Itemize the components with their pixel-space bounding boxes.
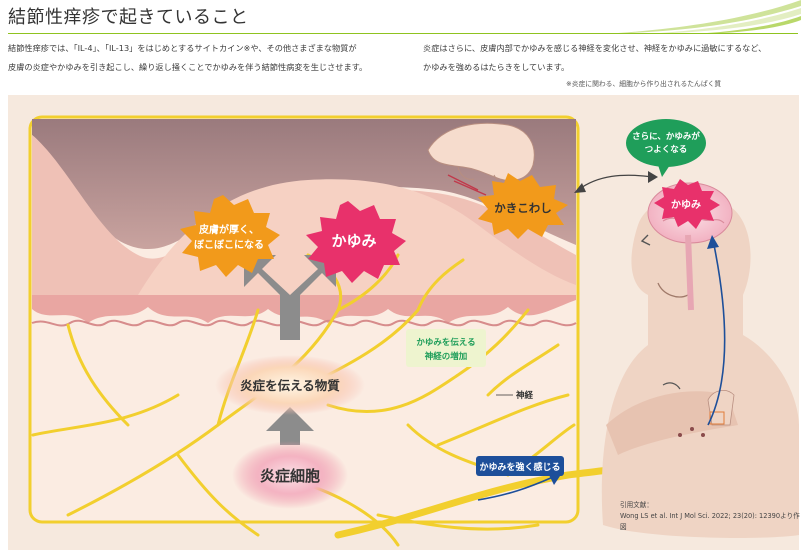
page-title: 結節性痒疹で起きていること	[8, 7, 249, 28]
reference: 引用文献： Wong LS et al. Int J Mol Sci. 2022…	[620, 500, 801, 533]
itch-burst-label: かゆみ	[331, 232, 376, 250]
footnote: ※炎症に関わる、細胞から作り出されるたんぱく質	[566, 80, 722, 88]
itch-burst	[306, 201, 406, 283]
intro-left-line-2: 皮膚の炎症やかゆみを引き起こし、繰り返し掻くことでかゆみを伴う結節性病変を生じさ…	[8, 62, 368, 72]
inflammatory-cells-label: 炎症細胞	[260, 467, 320, 485]
thick-skin-burst	[180, 195, 280, 277]
person-figure	[601, 194, 799, 538]
worse-itch-line-2: つよくなる	[645, 145, 688, 155]
title-divider	[8, 33, 798, 34]
scratching-label: かきこわし	[494, 201, 552, 215]
reference-citation: Wong LS et al. Int J Mol Sci. 2022; 23(2…	[620, 512, 800, 531]
feel-strong-label: かゆみを強く感じる	[479, 461, 560, 473]
header-decoration	[600, 0, 801, 34]
thick-skin-line-2: ぼこぼこになる	[194, 238, 264, 251]
intro-right-line-1: 炎症はさらに、皮膚内部でかゆみを感じる神経を変化させ、神経をかゆみに過敏にするな…	[423, 43, 767, 53]
cell-glow	[232, 441, 348, 509]
inflammation-substance-label: 炎症を伝える物質	[240, 378, 340, 393]
scratching-burst	[478, 173, 568, 239]
intro-left-line-1: 結節性痒疹では、「IL-4」、「IL-13」をはじめとするサイトカイン※や、その…	[8, 43, 357, 53]
nerve-increase-line-2: 神経の増加	[425, 351, 468, 362]
worse-itch-bubble	[626, 119, 706, 177]
signal-arrow-up	[707, 244, 726, 426]
intro-right-line-2: かゆみを強めるはたらきをしています。	[423, 62, 570, 72]
brain-itch-burst	[654, 179, 720, 229]
substance-glow	[215, 355, 365, 415]
skin-cross-section	[28, 115, 580, 524]
nerve-increase-line-1: かゆみを伝える	[416, 337, 475, 348]
reference-label: 引用文献：	[620, 501, 653, 509]
nerve-increase-box	[406, 329, 486, 367]
y-arrow	[244, 255, 336, 340]
nerve-label: 神経	[516, 390, 534, 401]
cycle-arrow	[577, 174, 654, 191]
pathology-diagram: 炎症を伝える物質 炎症細胞 皮膚が厚く、 ぼこぼこになる かゆみ かゆみを伝える…	[28, 115, 799, 547]
brain-itch-label: かゆみ	[671, 199, 701, 211]
up-arrow	[266, 407, 314, 445]
worse-itch-line-1: さらに、かゆみが	[632, 131, 700, 142]
scratching-hand	[427, 122, 535, 196]
thick-skin-line-1: 皮膚が厚く、	[198, 223, 259, 236]
feel-strong-box	[476, 456, 564, 476]
signal-arrow-right	[477, 476, 554, 501]
